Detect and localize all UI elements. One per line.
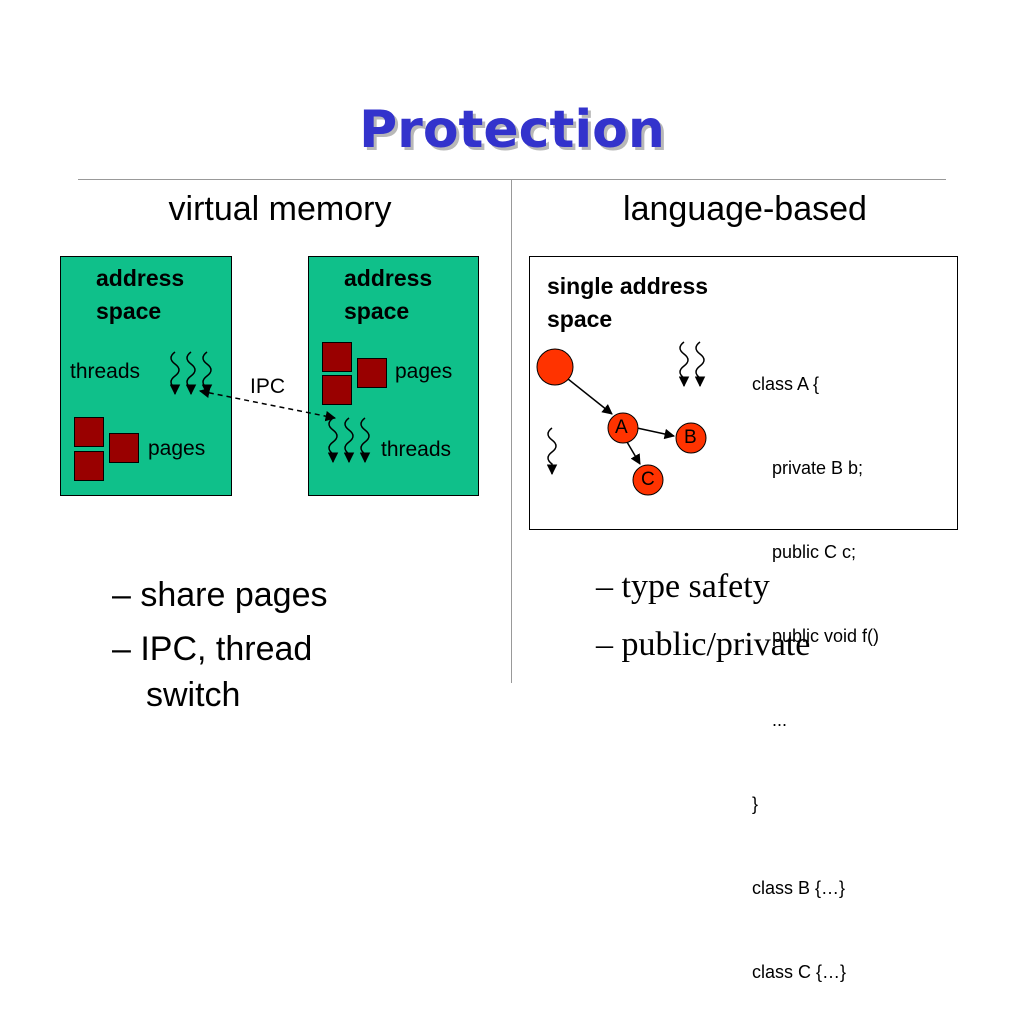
bullet-item: – type safety [596,568,770,605]
object-node-b [675,422,707,454]
box1-pages-label: pages [148,437,206,460]
thread-squiggle [694,341,706,388]
box2-title-line1: address [344,265,433,291]
code-line: } [752,794,759,814]
column-divider [511,180,512,683]
box2-title-line2: space [344,298,410,324]
box1-page-3 [109,433,139,463]
box1-page-2 [74,451,104,481]
box2-page-3 [357,358,387,388]
code-line: class B {…} [752,878,846,898]
box1-page-1 [74,417,104,447]
box1-title: address space [96,262,184,328]
ipc-arrow [198,387,337,422]
object-node-a [607,412,639,444]
object-node-c [632,464,664,496]
code-line: class A { [752,374,820,394]
box1-title-line1: address [96,265,185,291]
root-object-node [536,348,574,386]
box1-title-line2: space [96,298,162,324]
right-heading: language-based [623,190,867,228]
node-a-label: A [615,417,628,438]
lang-title-line2: space [547,306,613,332]
address-space-box-1 [60,256,232,496]
box2-title: address space [344,262,432,328]
box2-pages-label: pages [395,360,453,383]
bullet-item: – share pages [112,576,328,614]
edge-a-c [626,441,641,465]
lang-box-title: single address space [547,270,708,336]
slide-title: Protection [359,100,665,160]
edge-a-b [636,427,676,440]
code-line: public C c; [752,542,857,562]
left-bullets: – share pages – IPC, thread switch [112,572,328,718]
code-line: private B b; [752,458,864,478]
left-heading: virtual memory [168,190,392,228]
edge-root-a [562,374,613,415]
thread-squiggle [359,417,371,464]
diagram-graphics [169,341,707,496]
lang-title-line1: single address [547,273,709,299]
thread-squiggle [185,351,197,396]
bullet-item-continuation: switch [146,676,241,714]
right-bullets: – type safety – public/private [596,558,810,674]
bullet-item: – IPC, thread [112,630,313,668]
box1-threads-label: threads [70,360,141,383]
thread-squiggle [169,351,181,396]
title-divider [78,179,946,180]
bullet-item: – public/private [596,626,811,663]
node-c-label: C [641,469,655,490]
box2-page-1 [322,342,352,372]
thread-squiggle [546,427,558,476]
thread-squiggle [343,417,355,464]
thread-squiggle [201,351,213,396]
thread-squiggle [327,417,339,464]
thread-squiggle [678,341,690,388]
code-line: ... [752,710,788,730]
box2-threads-label: threads [381,438,452,461]
code-line: class C {…} [752,962,847,982]
single-address-space-box [529,256,958,530]
node-b-label: B [684,427,697,448]
code-line: public void f() [752,626,880,646]
